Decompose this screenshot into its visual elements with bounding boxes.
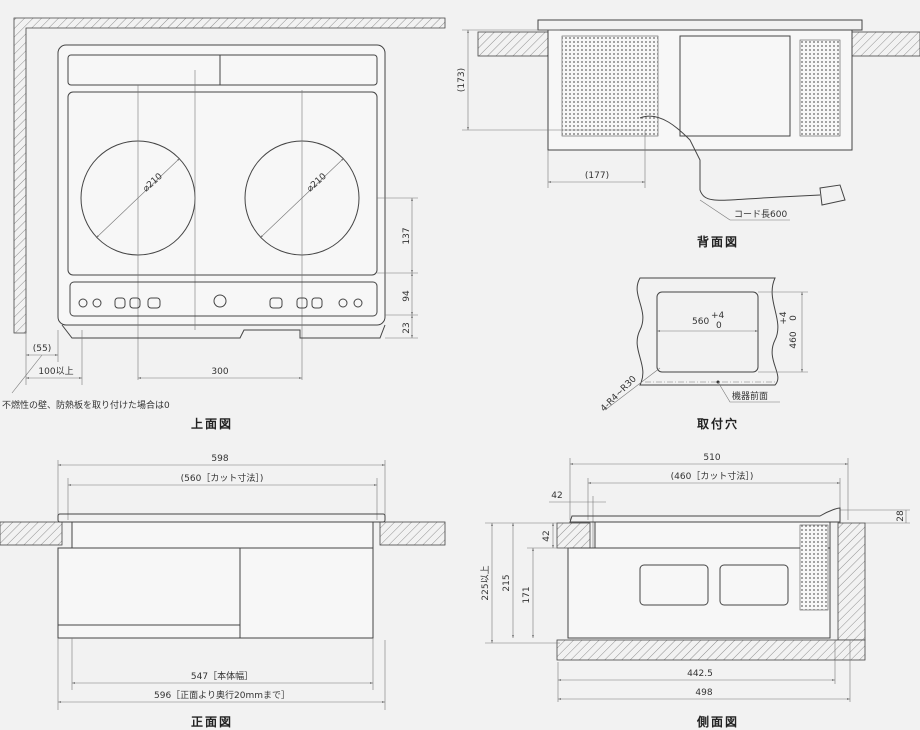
wall-note: 不燃性の壁、防熱板を取り付けた場合は0: [2, 399, 170, 411]
cutout-depth: 460: [789, 331, 799, 348]
dim-55: (55): [33, 344, 51, 354]
dim-23: 23: [402, 322, 412, 333]
dim-442-5: 442.5: [687, 669, 713, 679]
side-view-title: 側面図: [696, 714, 739, 729]
top-view-title: 上面図: [191, 416, 233, 431]
dim-300: 300: [211, 367, 228, 377]
top-view: ⌀210 ⌀210 137 94 23 (55) 100以上: [2, 17, 446, 431]
control-panel: [69, 281, 378, 317]
dim-42-top: 42: [551, 491, 562, 501]
top-plate: [537, 19, 863, 31]
dim-510: 510: [703, 453, 720, 463]
control-buttons: [78, 294, 363, 309]
cutout-hole: [656, 291, 759, 373]
dim-137: 137: [402, 227, 412, 244]
vent-grille: [561, 35, 659, 137]
base-tray: [61, 324, 386, 339]
plug: [819, 184, 846, 206]
dim-94: 94: [402, 290, 412, 302]
dim-460: (460［カット寸法］): [671, 470, 754, 482]
side-view: 510 (460［カット寸法］) 42 28 225以上 215 171 42: [480, 453, 910, 729]
cutout-width: 560: [692, 317, 709, 327]
wall: [13, 17, 446, 334]
cutout-depth-tol-minus: 0: [789, 315, 799, 321]
dim-42-vertical: 42: [542, 530, 552, 541]
top-plate: [569, 507, 841, 523]
rear-view-title: 背面図: [697, 234, 739, 249]
lower-body-left: [57, 547, 241, 639]
dim-173: (173): [457, 68, 467, 92]
front-view-title: 正面図: [191, 715, 233, 729]
cutout-title: 取付穴: [697, 416, 739, 431]
dim-100: 100以上: [38, 366, 73, 377]
dim-215: 215: [502, 574, 512, 591]
dim-598: 598: [211, 454, 228, 464]
vent-strip: [67, 54, 378, 86]
dim-177: (177): [585, 171, 609, 181]
cutout-width-tol-plus: +4: [711, 311, 725, 321]
counter-left: [0, 521, 63, 546]
dim-28: 28: [896, 510, 906, 522]
cooktop-outline: [57, 44, 386, 326]
rear-view: (173) (177) コード長600 背面図: [457, 19, 920, 249]
dim-171: 171: [522, 586, 532, 603]
dim-560: (560［カット寸法］): [181, 472, 264, 484]
cord-length-label: コード長600: [734, 209, 787, 220]
front-label: 機器前面: [732, 390, 768, 402]
side-body: [567, 547, 831, 639]
top-plate: [57, 513, 386, 523]
counter-right: [851, 31, 920, 57]
dim-225: 225以上: [480, 565, 491, 600]
dim-498: 498: [695, 688, 712, 698]
front-view: 598 (560［カット寸法］) 547［本体幅］ 596［正面より奥行20mm…: [0, 454, 446, 729]
corner-radius: 4-R4~R30: [599, 374, 639, 414]
counter-right: [837, 522, 866, 641]
cutout-width-tol-minus: 0: [716, 321, 722, 331]
dim-596: 596［正面より奥行20mmまで］: [154, 689, 290, 701]
counter-left: [477, 31, 549, 57]
glass-top: [67, 91, 378, 276]
counter-piece: [636, 277, 779, 386]
lower-body-right: [239, 547, 374, 639]
vent-grille-right: [799, 39, 841, 137]
cabinet-floor: [556, 639, 866, 661]
cutout-view: 560 +4 0 460 +4 0 4-R4~R30 機器前面 取付穴: [599, 277, 808, 431]
counter-left: [556, 522, 591, 549]
counter-right: [379, 521, 446, 546]
dim-547: 547［本体幅］: [191, 670, 253, 682]
cutout-depth-tol-plus: +4: [779, 311, 789, 325]
upper-body: [71, 521, 374, 549]
power-cord: [639, 115, 821, 201]
side-vent: [799, 524, 829, 611]
